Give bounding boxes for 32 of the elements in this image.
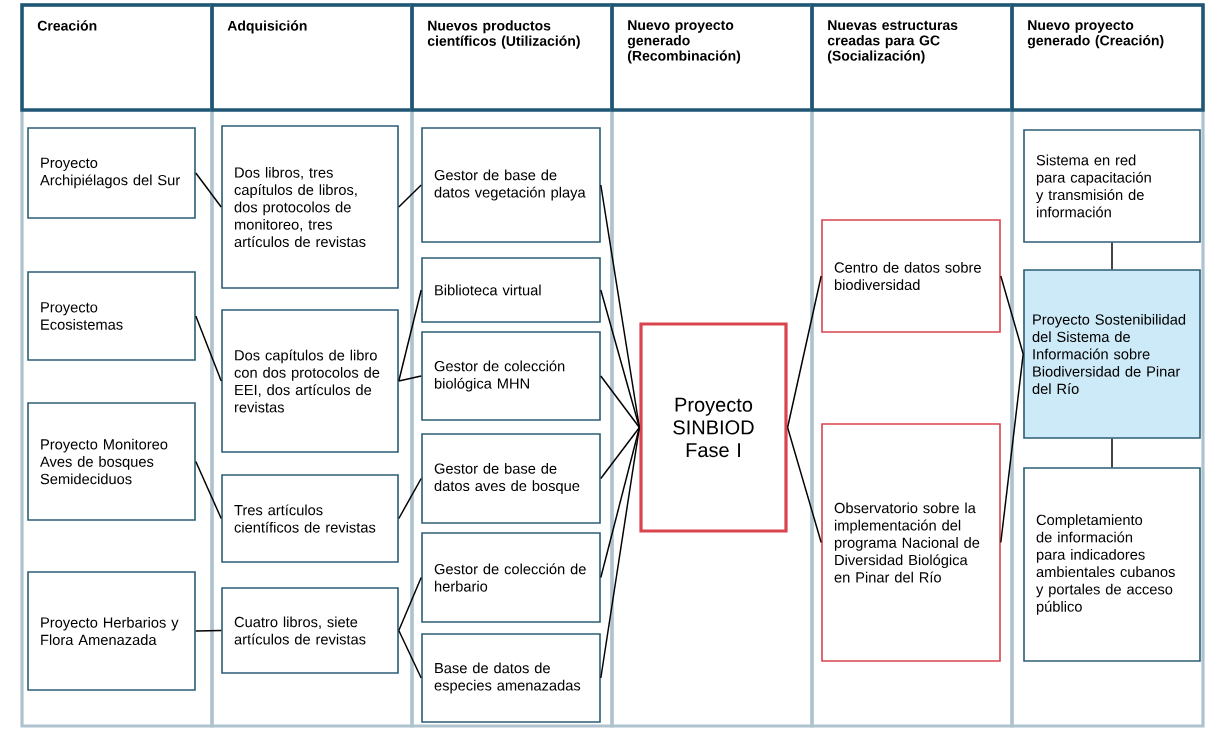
structure-box: Observatorio sobre la implementación del programa Nacional de Diversidad Biológica en Pinar del Río <box>821 423 1001 662</box>
text-box: Cuatro libros, siete artículos de revistas <box>221 587 399 674</box>
text-box: Proyecto Monitoreo Aves de bosques Semideciduos <box>27 402 196 521</box>
project-box: Proyecto Sostenibilidad del Sistema de Información sobre Biodiversidad de Pinar del Río <box>1023 269 1201 439</box>
connector-line <box>600 289 641 429</box>
text-box: Sistema en red para capacitación y transmisión de información <box>1023 129 1201 243</box>
text-box: Proyecto Ecosistemas <box>27 271 196 361</box>
text-box: Completamiento de información para indicadores ambientales cubanos y portales de acceso público <box>1023 467 1201 662</box>
text-box: Tres artículos científicos de revistas <box>221 474 399 563</box>
text-box: Gestor de colección biológica MHN <box>421 331 601 421</box>
text-box: Gestor de base de datos vegetación playa <box>421 127 601 243</box>
connector-line <box>1111 242 1113 270</box>
structure-box: Centro de datos sobre biodiversidad <box>821 219 1001 333</box>
text-box: Dos capítulos de libro con dos protocolos de EEI, dos artículos de revistas <box>221 309 399 453</box>
connector-line <box>786 426 822 544</box>
connector-line <box>1111 438 1113 468</box>
connector-line <box>600 426 641 480</box>
connector-line <box>398 184 422 208</box>
connector-line <box>398 375 422 382</box>
text-box: Proyecto Herbarios y Flora Amenazada <box>27 571 196 691</box>
project-box: Proyecto SINBIOD Fase I <box>639 322 788 533</box>
text-box: Dos libros, tres capítulos de libros, dos protocolos de monitoreo, tres artículos de revistas <box>221 125 399 289</box>
connector-line <box>195 172 222 208</box>
text-box: Proyecto Archipiélagos del Sur <box>27 127 196 219</box>
text-box: Biblioteca virtual <box>421 257 601 323</box>
connector-line <box>786 275 822 429</box>
text-box: Gestor de base de datos aves de bosque <box>421 433 601 524</box>
connector-line <box>398 289 422 382</box>
connector-line <box>195 629 222 632</box>
text-box: Base de datos de especies amenazadas <box>421 633 601 723</box>
connector-line <box>600 375 641 429</box>
text-box: Gestor de colección de herbario <box>421 532 601 623</box>
